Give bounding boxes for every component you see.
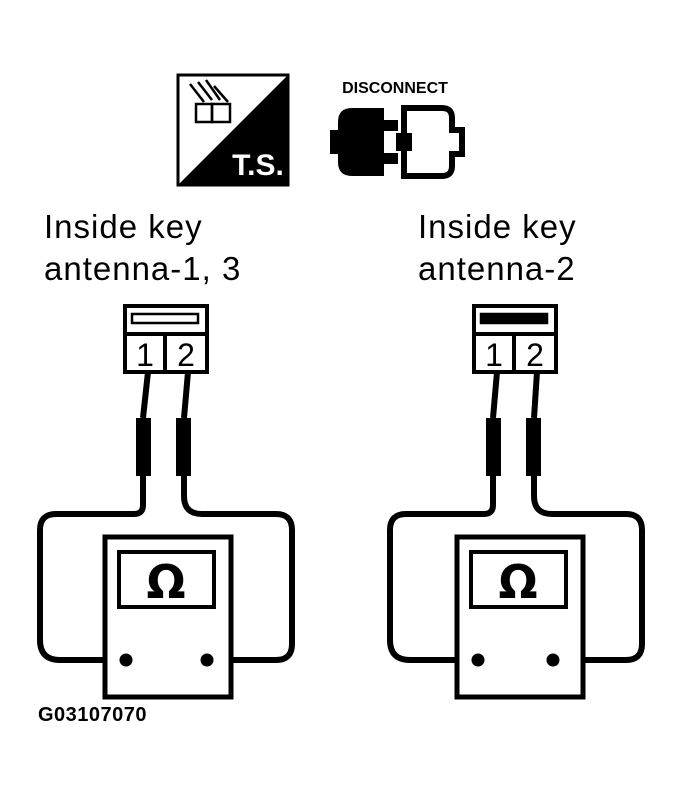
right-label-line1: Inside key — [418, 208, 577, 245]
ts-label: T.S. — [232, 149, 284, 182]
connector-left: 1 2 — [123, 304, 209, 374]
probe-leads-right — [387, 371, 645, 663]
connector-right: 1 2 — [472, 304, 558, 374]
ohm-symbol: Ω — [498, 555, 537, 609]
right-label-line2: antenna-2 — [418, 250, 576, 287]
figure-id: G03107070 — [38, 704, 148, 726]
pin-2-label: 2 — [526, 337, 544, 373]
right-antenna-label: Inside key antenna-2 — [418, 206, 577, 290]
troubleshooting-icon: T.S. — [176, 73, 290, 187]
left-test-assembly: 1 2 Ω — [37, 304, 295, 700]
left-antenna-label: Inside key antenna-1, 3 — [44, 206, 241, 290]
right-test-assembly: 1 2 Ω — [387, 304, 645, 700]
ohm-symbol: Ω — [146, 555, 185, 609]
pin-1-label: 1 — [136, 337, 154, 373]
disconnect-label: DISCONNECT — [342, 80, 448, 97]
pin-1-label: 1 — [485, 337, 503, 373]
left-label-line1: Inside key — [44, 208, 203, 245]
ohmmeter-left: Ω — [102, 534, 234, 700]
disconnect-icon: DISCONNECT — [330, 80, 465, 179]
left-label-line2: antenna-1, 3 — [44, 250, 242, 287]
pin-2-label: 2 — [177, 337, 195, 373]
ohmmeter-right: Ω — [454, 534, 586, 700]
probe-leads-left — [37, 371, 295, 663]
